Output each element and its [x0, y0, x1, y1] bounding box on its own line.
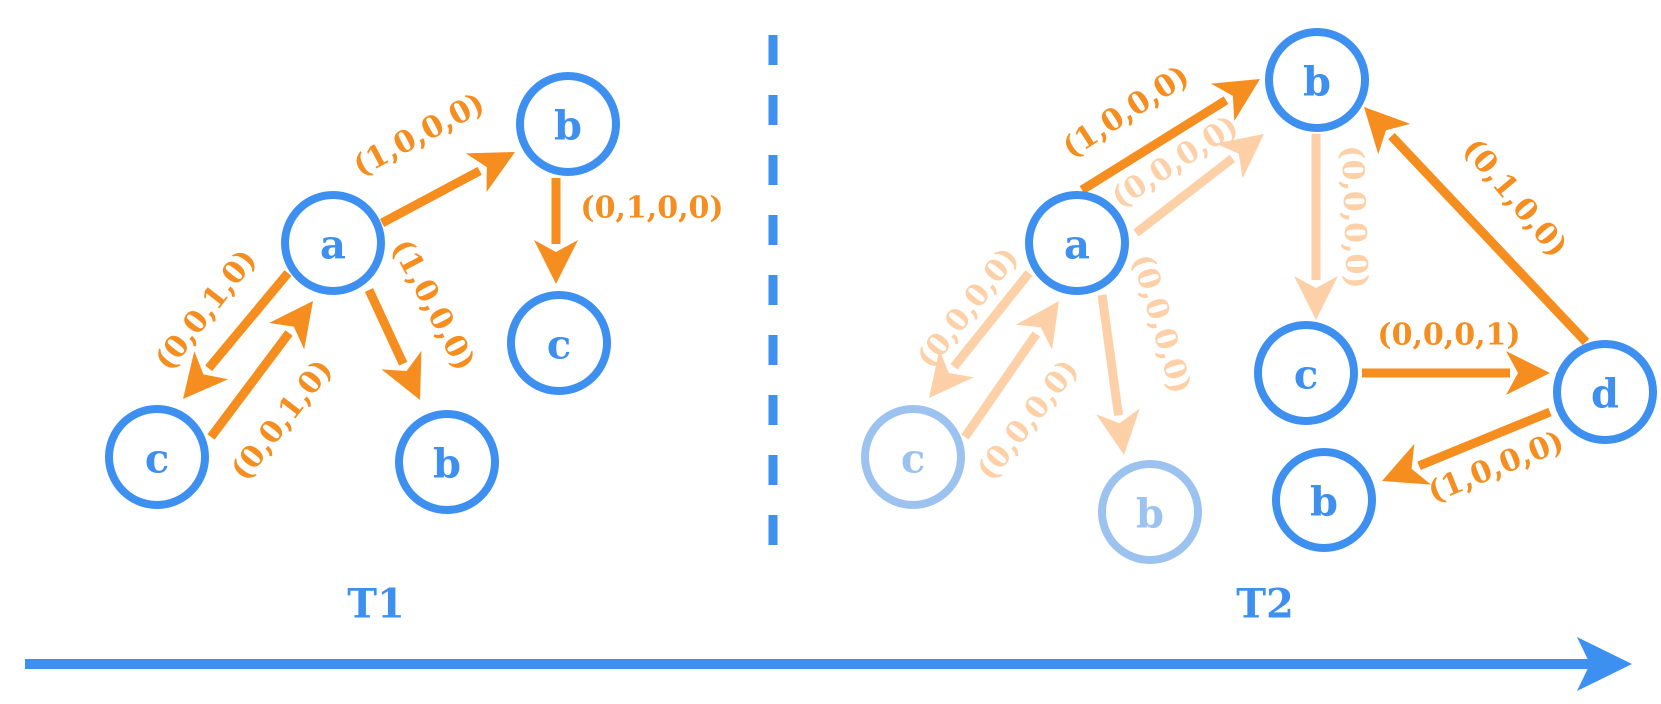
edge-label: (0,1,0,0): [580, 191, 723, 226]
node-circle: [516, 72, 620, 176]
node-label: c: [145, 436, 169, 483]
node-label: a: [320, 222, 346, 269]
node-circle: [1553, 340, 1657, 444]
edge-label: (0,1,0,0): [1456, 132, 1575, 264]
edge-arrow: [929, 270, 1033, 398]
node-label: b: [1310, 479, 1338, 526]
node-c: c: [861, 405, 965, 509]
edge-label: (0,0,0,0): [970, 353, 1086, 487]
edge-shaft: [1079, 96, 1229, 194]
edge-arrow: [1382, 407, 1552, 485]
edges-layer: [183, 79, 1590, 485]
node-circle: [281, 191, 385, 295]
nodes-layer: a b c c b a b c d b c b: [105, 28, 1657, 564]
node-label: b: [554, 103, 582, 150]
node-c: c: [1254, 321, 1358, 425]
edge-arrowhead: [269, 301, 313, 350]
node-label: b: [433, 441, 461, 488]
edge-arrow: [207, 301, 313, 440]
node-circle: [1272, 448, 1376, 552]
edge-arrowhead: [1506, 351, 1550, 395]
node-c: c: [507, 291, 611, 395]
edge-arrowhead: [1382, 443, 1432, 485]
node-circle: [1025, 191, 1129, 295]
edge-arrowhead: [929, 349, 974, 398]
edge-label: (0,0,0,1): [1377, 318, 1520, 353]
node-circle: [1265, 28, 1369, 132]
edge-arrow: [961, 301, 1059, 440]
edge-arrow: [1079, 79, 1260, 194]
node-b: b: [1265, 28, 1369, 132]
edge-shaft: [1417, 407, 1552, 470]
edge-arrowhead: [381, 350, 422, 400]
edge-arrowhead: [1096, 408, 1140, 455]
node-label: b: [1303, 59, 1331, 106]
node-a: a: [281, 191, 385, 295]
edge-arrowhead: [183, 351, 229, 399]
edge-shaft: [1097, 294, 1124, 416]
node-circle: [395, 410, 499, 514]
edge-arrowhead: [1364, 107, 1411, 155]
edge-shaft: [1133, 154, 1236, 237]
edge-arrow: [379, 152, 515, 227]
node-circle: [1254, 321, 1358, 425]
edge-arrowhead: [1015, 301, 1059, 350]
edge-arrow: [1294, 134, 1338, 320]
node-b: b: [1098, 460, 1202, 564]
snapshot-label-t1: T1: [347, 581, 405, 628]
edge-arrowhead: [1215, 134, 1264, 179]
node-circle: [507, 291, 611, 395]
node-label: c: [547, 322, 571, 369]
edge-label: (0,0,1,0): [224, 353, 340, 487]
edge-arrow: [364, 288, 422, 400]
snapshot-label-t2: T2: [1236, 581, 1294, 628]
edge-arrowhead: [1294, 276, 1338, 320]
edge-arrowhead: [465, 152, 515, 193]
edge-shaft: [379, 166, 482, 227]
node-label: c: [1294, 352, 1318, 399]
edge-arrow: [534, 178, 578, 284]
edge-arrowhead: [534, 240, 578, 284]
edge-shaft: [205, 270, 292, 372]
edge-shaft: [961, 331, 1040, 440]
node-label: c: [901, 436, 925, 483]
node-b: b: [1272, 448, 1376, 552]
edge-arrowhead: [1211, 79, 1260, 121]
edge-arrow: [183, 270, 292, 399]
edge-label: (0,0,1,0): [148, 243, 264, 377]
edge-arrow: [1362, 351, 1550, 395]
node-b: b: [516, 72, 620, 176]
node-label: a: [1064, 222, 1090, 269]
node-d: d: [1553, 340, 1657, 444]
edge-label: (0,0,0,0): [1334, 145, 1374, 289]
node-circle: [105, 405, 209, 509]
edge-label: (1,0,0,0): [348, 86, 491, 184]
edge-arrow: [1364, 107, 1590, 346]
edge-shaft: [950, 270, 1033, 370]
node-a: a: [1025, 191, 1129, 295]
edge-shaft: [207, 330, 293, 440]
node-b: b: [395, 410, 499, 514]
edge-shaft: [1388, 132, 1590, 346]
node-c: c: [105, 405, 209, 509]
timeline-arrow: [25, 637, 1632, 691]
edge-label: (0,0,0,0): [1124, 250, 1197, 397]
node-label: d: [1591, 371, 1619, 418]
edge-arrow: [1096, 294, 1140, 455]
node-circle: [861, 405, 965, 509]
edge-shaft: [364, 288, 408, 366]
node-label: b: [1136, 491, 1164, 538]
edge-arrow: [1133, 134, 1264, 237]
node-circle: [1098, 460, 1202, 564]
